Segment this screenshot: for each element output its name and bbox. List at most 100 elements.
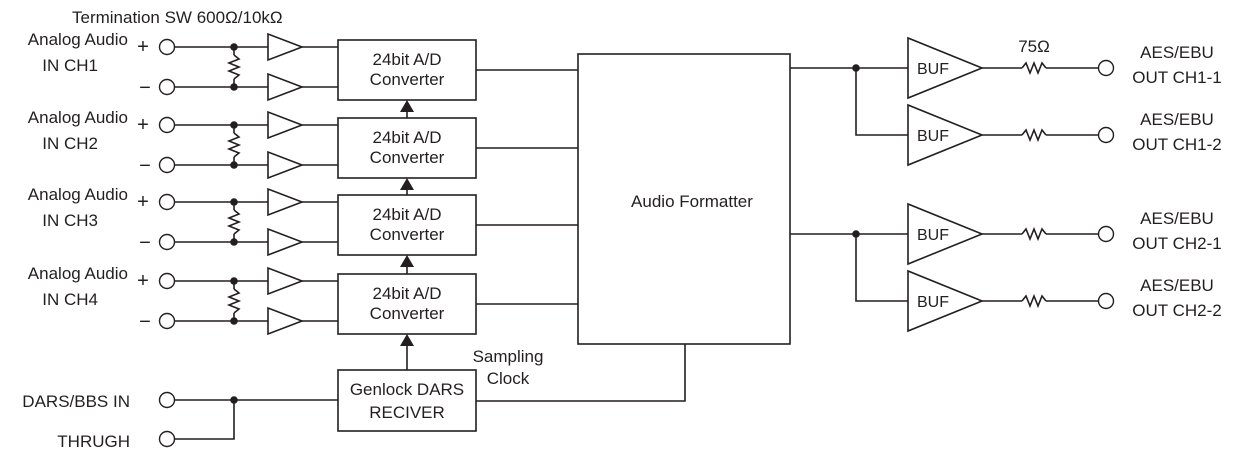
channel-label-line1: Analog Audio — [28, 264, 128, 283]
plus-sign: + — [137, 270, 149, 292]
termination-resistor — [226, 54, 242, 80]
ad-converter-label-line1: 24bit A/D — [373, 50, 442, 69]
junction-dot — [230, 277, 238, 285]
channel-label-line1: Analog Audio — [28, 185, 128, 204]
genlock-receiver-label-line2: RECIVER — [369, 403, 445, 422]
plus-sign: + — [137, 114, 149, 136]
plus-amplifier — [267, 187, 305, 217]
plus-amplifier — [267, 32, 305, 62]
output-label-line1: AES/EBU — [1140, 43, 1214, 62]
ad-converter-label-line2: Converter — [370, 304, 445, 323]
clock-arrow-icon — [400, 178, 414, 190]
junction-dot — [230, 43, 238, 51]
plus-sign: + — [137, 36, 149, 58]
genlock-receiver-block — [337, 369, 477, 432]
genlock-receiver-label-line1: Genlock DARS — [350, 380, 464, 399]
dars-in-label: DARS/BBS IN — [22, 392, 130, 411]
minus-amplifier — [267, 306, 305, 336]
junction-dot — [230, 198, 238, 206]
minus-amplifier — [267, 150, 305, 180]
buffer-label: BUF — [917, 128, 949, 145]
buffer-label: BUF — [917, 61, 949, 78]
junction-dot — [230, 238, 238, 246]
output-label-line2: OUT CH1-1 — [1132, 68, 1221, 87]
output-terminal — [1097, 126, 1115, 144]
output-label-line2: OUT CH2-1 — [1132, 234, 1221, 253]
termination-resistor — [226, 209, 242, 235]
plus-amplifier — [267, 266, 305, 296]
resistor-75-ohm — [1021, 60, 1047, 76]
resistor-75-ohm — [1021, 226, 1047, 242]
split-wire — [855, 234, 908, 302]
sampling-clock-label-line2: Clock — [487, 369, 530, 388]
sampling-clock-label-line1: Sampling — [473, 347, 544, 366]
minus-input-terminal — [158, 312, 176, 330]
resistor-value-label: 75Ω — [1018, 37, 1050, 56]
buffer-label: BUF — [917, 227, 949, 244]
output-label-line1: AES/EBU — [1140, 110, 1214, 129]
minus-input-terminal — [158, 156, 176, 174]
clock-arrow-icon — [400, 255, 414, 267]
minus-input-terminal — [158, 78, 176, 96]
minus-sign: − — [139, 155, 151, 177]
thrugh-wire — [175, 400, 235, 440]
output-label-line1: AES/EBU — [1140, 276, 1214, 295]
junction-dot — [230, 317, 238, 325]
buffer-label: BUF — [917, 294, 949, 311]
minus-amplifier — [267, 227, 305, 257]
channel-label-line2: IN CH2 — [42, 134, 98, 153]
channel-label-line1: Analog Audio — [28, 30, 128, 49]
termination-resistor — [226, 132, 242, 158]
minus-sign: − — [139, 232, 151, 254]
plus-input-terminal — [158, 193, 176, 211]
minus-input-terminal — [158, 233, 176, 251]
output-terminal — [1097, 292, 1115, 310]
output-path-2: BUF AES/EBU OUT CH1-2 — [907, 103, 1222, 167]
output-label-line2: OUT CH2-2 — [1132, 301, 1221, 320]
plus-input-terminal — [158, 116, 176, 134]
clock-distribution — [400, 100, 414, 370]
minus-amplifier — [267, 72, 305, 102]
plus-input-terminal — [158, 272, 176, 290]
audio-formatter-label: Audio Formatter — [631, 192, 753, 211]
ad-converter-label-line1: 24bit A/D — [373, 284, 442, 303]
buffer-amplifier — [907, 103, 985, 167]
plus-input-terminal — [158, 38, 176, 56]
thrugh-terminal — [158, 430, 176, 448]
channel-label-line2: IN CH1 — [42, 56, 98, 75]
output-terminal — [1097, 59, 1115, 77]
minus-sign: − — [139, 77, 151, 99]
resistor-75-ohm — [1021, 293, 1047, 309]
output-path-1: BUF AES/EBU OUT CH1-1 — [907, 36, 1222, 100]
channel-label-line2: IN CH4 — [42, 290, 98, 309]
output-label-line2: OUT CH1-2 — [1132, 135, 1221, 154]
output-terminal — [1097, 225, 1115, 243]
sampling-clock-wire — [476, 344, 686, 402]
channel-label-line2: IN CH3 — [42, 211, 98, 230]
dars-in-terminal — [158, 391, 176, 409]
split-wire — [855, 68, 908, 136]
output-path-4: BUF AES/EBU OUT CH2-2 — [907, 269, 1222, 333]
split-junction-dot — [852, 64, 860, 72]
ad-converter-label-line2: Converter — [370, 70, 445, 89]
audio-formatter-block — [577, 53, 791, 345]
clock-arrow-icon — [400, 100, 414, 112]
channel-label-line1: Analog Audio — [28, 108, 128, 127]
minus-sign: − — [139, 311, 151, 333]
termination-resistor — [226, 288, 242, 314]
ad-converter-label-line1: 24bit A/D — [373, 128, 442, 147]
ad-converter-label-line2: Converter — [370, 225, 445, 244]
split-junction-dot — [852, 230, 860, 238]
ad-converter-label-line1: 24bit A/D — [373, 205, 442, 224]
plus-amplifier — [267, 110, 305, 140]
junction-dot — [230, 121, 238, 129]
